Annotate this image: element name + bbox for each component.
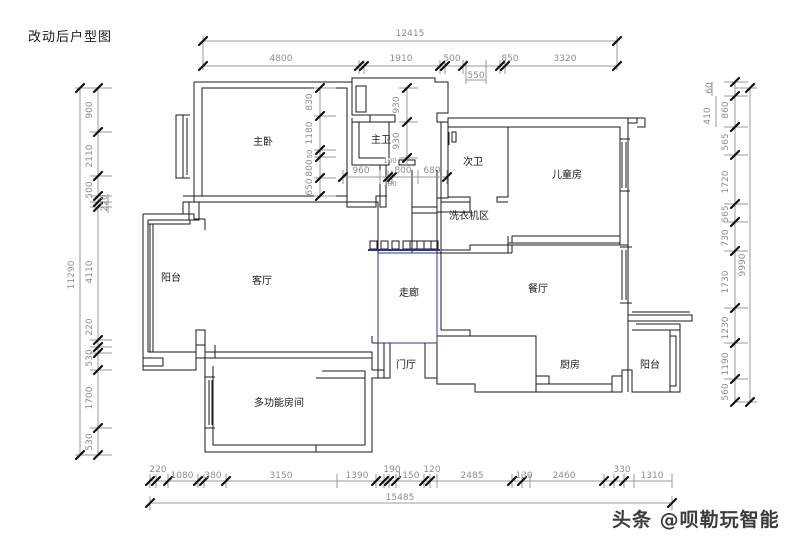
- dim-bottom-3: 380: [204, 471, 221, 481]
- dim-left-2: 2110: [85, 144, 95, 167]
- dim-right-3: 860: [721, 101, 731, 118]
- dim-left-4: 220: [100, 194, 110, 211]
- room-label-layer: 主卧 主卫 次卫 儿童房 洗衣机区 阳台 客厅 走廊 餐厅 门厅 厨房 阳台 多…: [161, 134, 660, 409]
- dim-left-3: 500: [85, 181, 95, 198]
- room-label-laundry-area: 洗衣机区: [449, 209, 489, 222]
- dim-left-7: 530: [85, 349, 95, 366]
- room-label-children-room: 儿童房: [552, 168, 582, 181]
- dim-right-8: 1730: [721, 270, 731, 293]
- dim-int-800v: 800: [305, 159, 315, 176]
- dim-int-830: 830: [305, 93, 315, 110]
- dim-top-overall: 12415: [396, 29, 425, 39]
- dim-bottom-7: 1150: [397, 471, 420, 481]
- room-label-balcony-right: 阳台: [640, 358, 660, 371]
- room-label-entry-hall: 门厅: [396, 358, 416, 371]
- room-label-multi-function: 多功能房间: [254, 396, 304, 409]
- dim-bottom-9: 2485: [461, 471, 484, 481]
- dim-int-680: 680: [423, 166, 440, 176]
- dim-top-1: 4800: [270, 54, 293, 64]
- dim-bottom-8: 120: [423, 465, 440, 475]
- dim-int-1180: 1180: [305, 121, 315, 144]
- dim-top-3: 500: [443, 54, 460, 64]
- room-label-master-bath: 主卫: [371, 134, 391, 146]
- dim-left-1: 900: [85, 101, 95, 118]
- dim-left-8: 1700: [85, 386, 95, 409]
- dim-top-5: 3320: [554, 54, 577, 64]
- dim-bottom-13: 1310: [641, 471, 664, 481]
- dim-int-930b: 930: [392, 132, 402, 149]
- dim-bottom-4: 3150: [270, 471, 293, 481]
- dim-right-2: 410: [703, 107, 713, 124]
- dim-right-5: 1720: [721, 170, 731, 193]
- room-label-corridor: 走廊: [399, 286, 419, 299]
- room-label-balcony-left: 阳台: [161, 271, 181, 284]
- dim-left-6: 220: [85, 318, 95, 335]
- dim-right-1: 60: [705, 82, 715, 94]
- dim-int-650: 650: [305, 178, 315, 195]
- dim-int-800h: 800: [394, 166, 411, 176]
- room-label-second-bath: 次卫: [463, 155, 483, 168]
- dim-left-5: 4110: [85, 260, 95, 283]
- dim-int-960: 960: [352, 166, 369, 176]
- dim-int-100: 100: [383, 157, 396, 165]
- dim-right-overall: 9990: [738, 253, 748, 276]
- dim-right-11: 560: [721, 383, 731, 400]
- dim-bottom-5: 1390: [346, 471, 369, 481]
- room-label-master-bedroom: 主卧: [253, 135, 273, 148]
- dim-int-930a: 930: [392, 96, 402, 113]
- dim-right-9: 1230: [721, 316, 731, 339]
- page-title: 改动后户型图: [28, 30, 113, 45]
- dim-top-4: 850: [501, 54, 518, 64]
- dim-bottom-6: 190: [383, 465, 400, 475]
- cabinet-blocks: [368, 240, 440, 251]
- dim-right-4: 565: [721, 133, 731, 150]
- dim-left-overall: 11290: [67, 260, 77, 289]
- room-label-living-room: 客厅: [252, 274, 272, 287]
- corridor-highlight: [377, 252, 438, 344]
- dim-bottom-10: 130: [515, 471, 532, 481]
- dim-int-50: 50: [306, 150, 314, 159]
- dim-bottom-2: 1080: [171, 471, 194, 481]
- dim-bottom-12: 330: [613, 465, 630, 475]
- dim-left-9: 530: [85, 433, 95, 450]
- dim-bottom-1: 220: [149, 465, 166, 475]
- watermark: 头条 @呗勒玩智能: [612, 509, 780, 531]
- dim-right-6: 565: [721, 205, 731, 222]
- dimension-ticks: [74, 35, 756, 509]
- dim-bottom-overall: 15485: [386, 493, 415, 503]
- dimension-text-layer: 12415 4800 1910 500 850 3320 550 15485 2…: [67, 29, 748, 503]
- room-label-kitchen: 厨房: [560, 358, 580, 371]
- dim-int-180: 180: [383, 180, 396, 188]
- dim-top-6: 550: [467, 71, 484, 81]
- room-label-dining-room: 餐厅: [528, 282, 548, 295]
- dim-right-7: 730: [721, 229, 731, 246]
- dim-bottom-11: 2460: [553, 471, 576, 481]
- dim-top-2: 1910: [390, 54, 413, 64]
- dim-right-10: 1190: [721, 352, 731, 375]
- wall-layer: [142, 77, 693, 453]
